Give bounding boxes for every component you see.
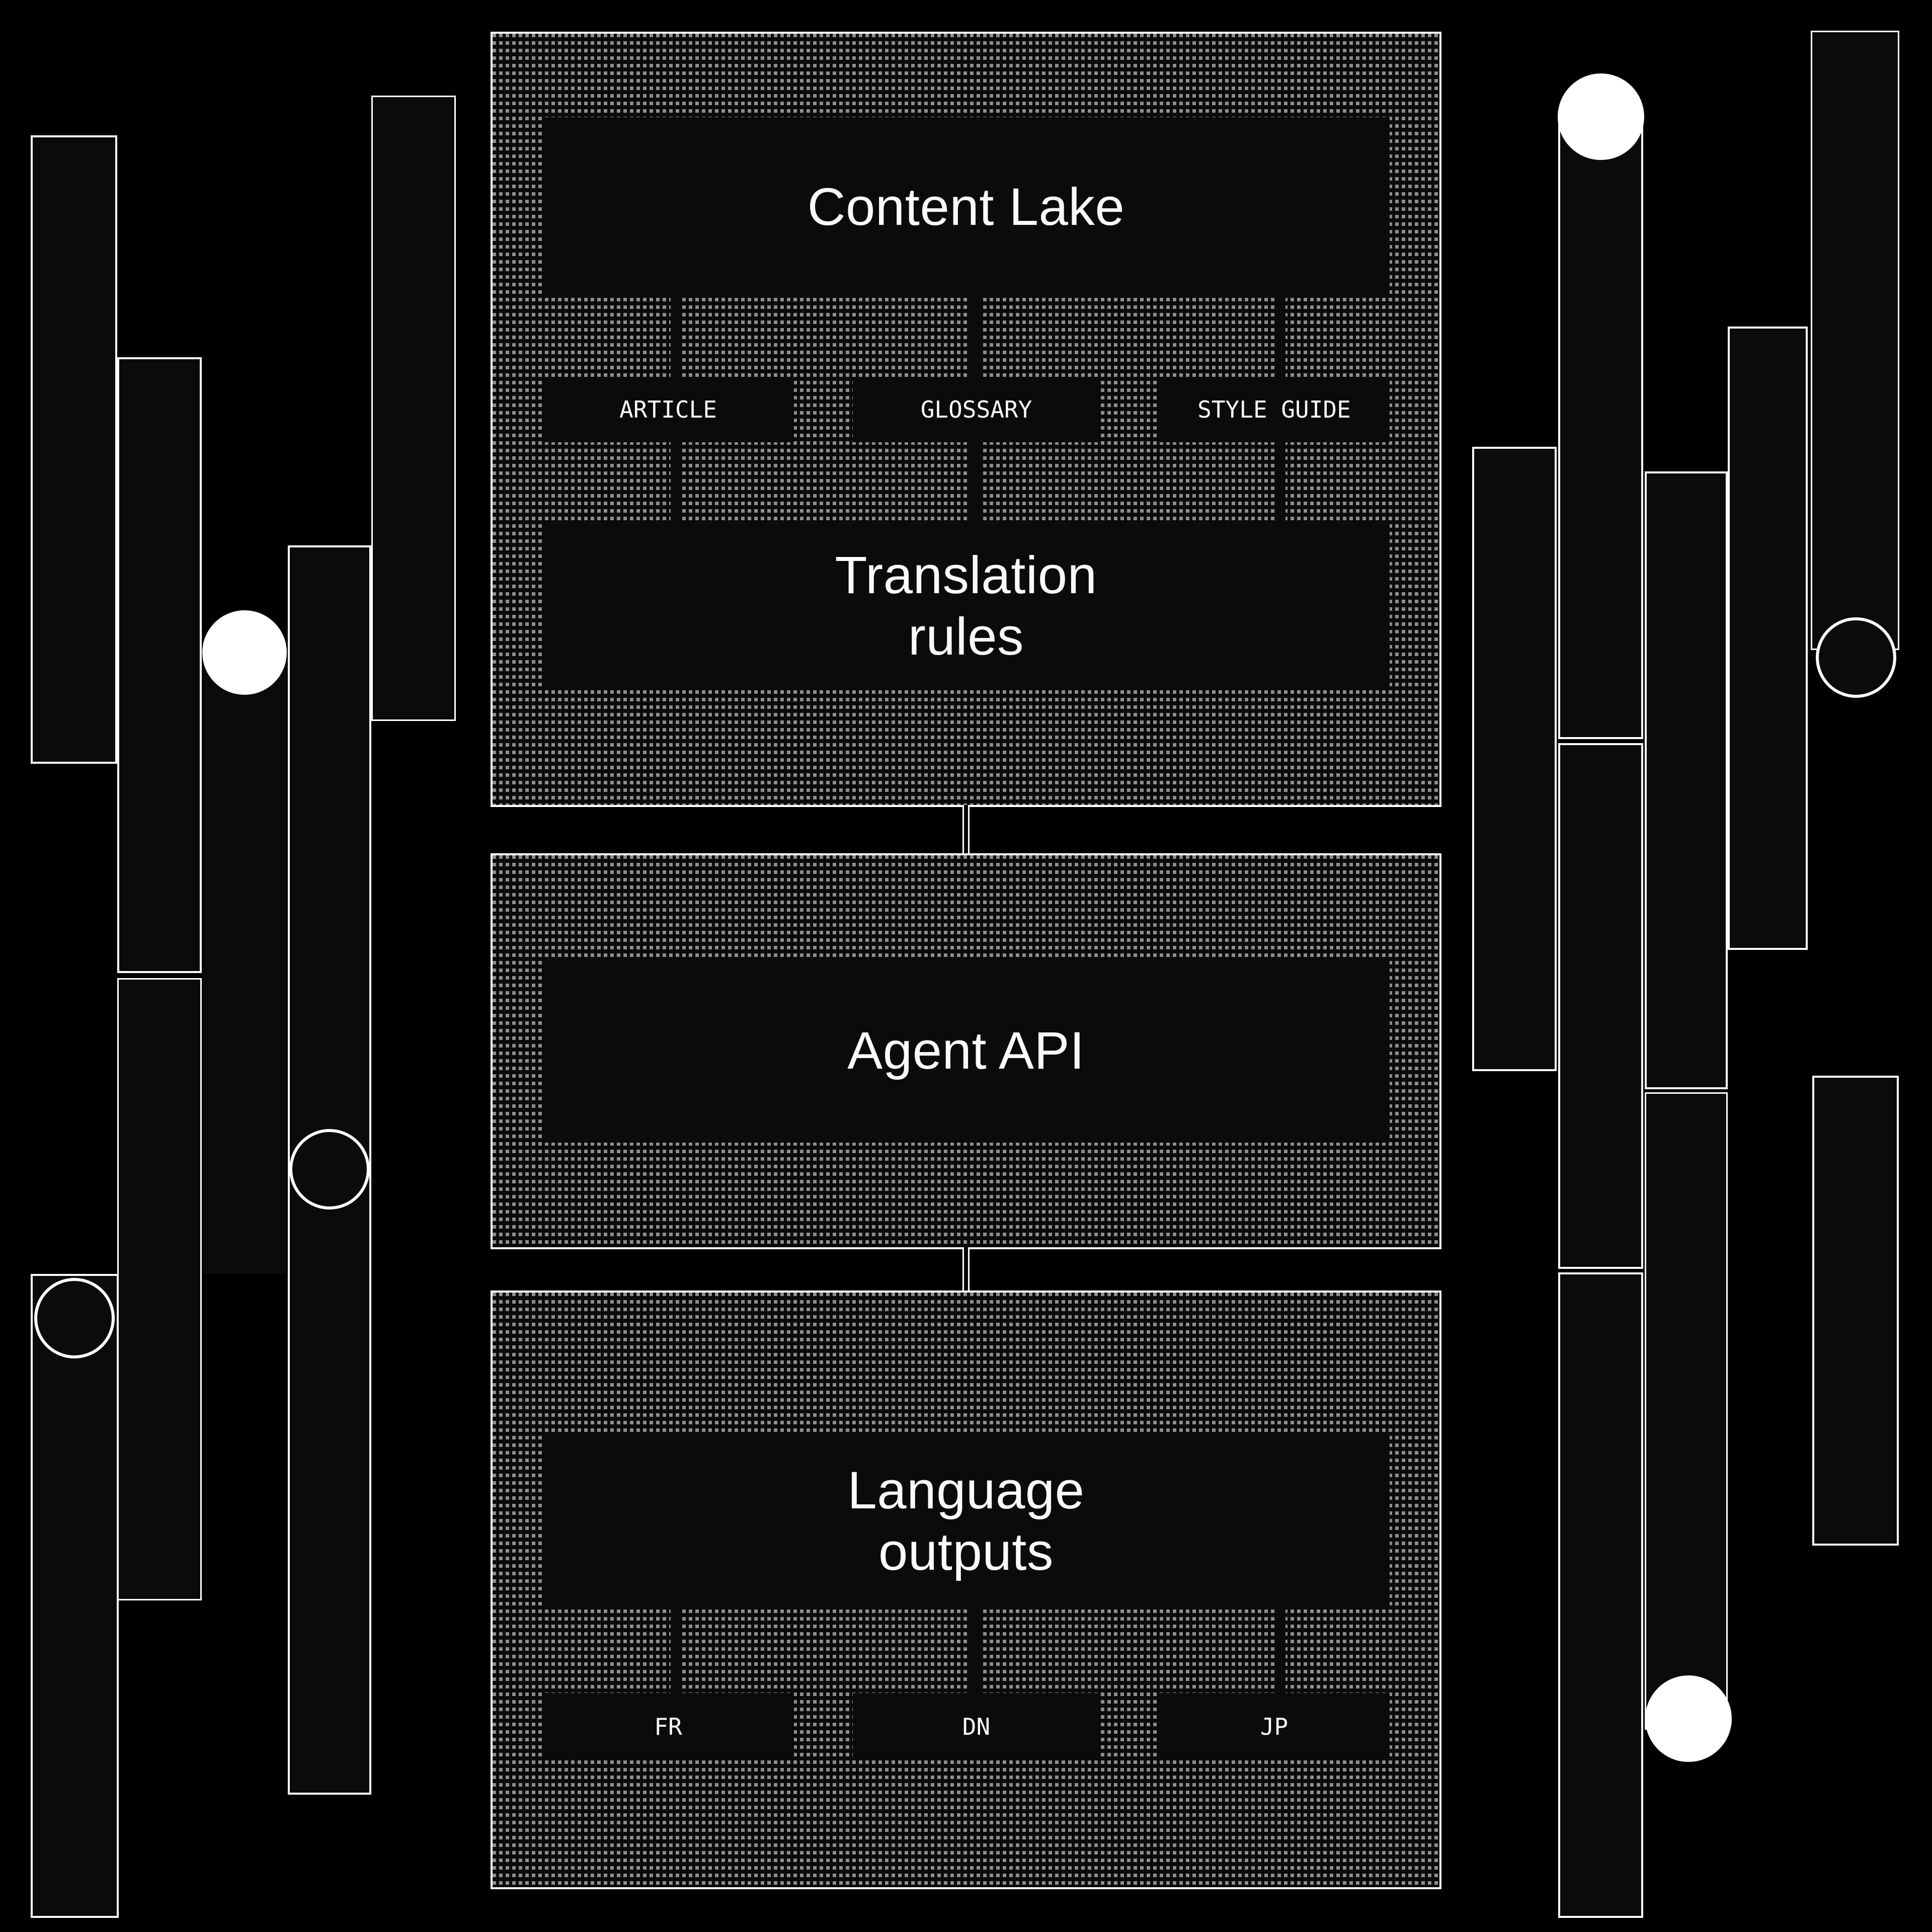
brick-gap [1275,442,1285,523]
label-fr: FR [542,1693,794,1760]
brick-gap [671,1609,681,1693]
decor-bar-dotted [1811,31,1899,650]
connector-agent-to-outputs [962,1247,970,1293]
decor-bar [203,652,286,1274]
brick-gap [671,297,681,377]
label-jp: JP [1159,1693,1390,1760]
translation-rules-text: Translation rules [835,546,1097,666]
decor-circle-white [202,610,287,695]
connector-content-to-agent [962,805,970,855]
decor-bar [1472,447,1557,1071]
decor-bar [31,135,117,764]
label-fr-text: FR [654,1713,682,1740]
brick-gap [671,442,681,523]
decor-bar [1645,471,1728,1089]
agent-api-box: Agent API [491,853,1441,1249]
decor-bar [117,357,202,973]
content-lake-title: Content Lake [542,117,1390,297]
decor-bar [1558,743,1643,1269]
decor-bar-dotted [371,96,456,721]
label-article-text: ARTICLE [619,396,717,423]
decor-bar-dotted [117,978,202,1600]
label-style-guide: STYLE GUIDE [1159,377,1390,442]
brick-gap [970,297,980,377]
label-style-guide-text: STYLE GUIDE [1197,396,1351,423]
content-lake-title-text: Content Lake [807,177,1125,236]
content-lake-box: Content Lake ARTICLE GLOSSARY STYLE GUID… [491,32,1441,807]
label-dn: DN [853,1693,1100,1760]
language-outputs-box: Language outputs FR DN JP [491,1291,1441,1889]
decor-circle-outline [34,1278,115,1358]
label-article: ARTICLE [542,377,794,442]
brick-gap [1275,297,1285,377]
language-outputs-title: Language outputs [542,1434,1390,1609]
brick-gap [970,442,980,523]
decor-circle-outline [1816,617,1896,698]
label-jp-text: JP [1260,1713,1289,1740]
label-dn-text: DN [962,1713,991,1740]
decor-bar [1728,327,1808,950]
agent-api-title-text: Agent API [847,1021,1085,1080]
decor-circle-white [1558,73,1644,160]
label-glossary-text: GLOSSARY [920,396,1032,423]
decor-bar [1558,120,1643,739]
brick-gap [970,1609,980,1693]
brick-gap [1275,1609,1285,1693]
decor-circle-outline [289,1129,370,1210]
label-glossary: GLOSSARY [853,377,1100,442]
decor-bar [1812,1076,1899,1546]
decor-bar [31,1274,119,1918]
decor-bar-dotted [1645,1092,1728,1730]
translation-rules-box: Translation rules [542,523,1390,689]
decor-circle-white [1645,1675,1732,1762]
agent-api-inner: Agent API [542,959,1390,1143]
decor-bar [1558,1272,1643,1918]
language-outputs-title-text: Language outputs [847,1461,1085,1581]
